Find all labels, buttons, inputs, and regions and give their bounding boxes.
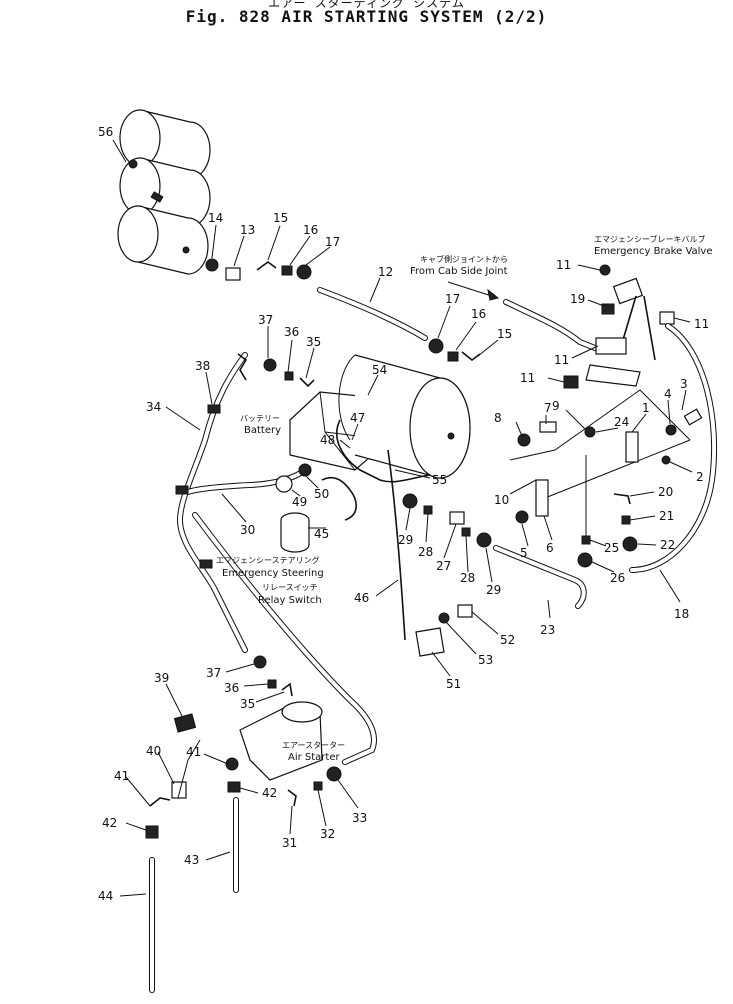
callout-42: 42 — [262, 786, 277, 800]
callout-11: 11 — [554, 353, 569, 367]
callout-18: 18 — [674, 607, 689, 621]
callout-13: 13 — [240, 223, 255, 237]
callout-35: 35 — [240, 697, 255, 711]
hose-18 — [629, 323, 718, 573]
callout-24: 24 — [614, 415, 629, 429]
brake-valve-label-jp: エマジェンシーブレーキバルブ — [594, 234, 706, 244]
callout-36: 36 — [224, 681, 239, 695]
air-tanks — [117, 109, 211, 275]
battery-label: Battery — [244, 425, 281, 436]
callout-32: 32 — [320, 827, 335, 841]
callout-50: 50 — [314, 487, 329, 501]
callout-34: 34 — [146, 400, 161, 414]
callout-48: 48 — [320, 433, 335, 447]
callout-33: 33 — [352, 811, 367, 825]
callout-44: 44 — [98, 889, 113, 903]
callout-3: 3 — [680, 377, 688, 391]
callout-52: 52 — [500, 633, 515, 647]
page-title: Fig. 828 AIR STARTING SYSTEM (2/2) — [185, 7, 548, 26]
cab-joint-label-jp: キャブ側ジョイントから — [420, 254, 508, 264]
callout-5: 5 — [520, 546, 528, 560]
callout-28: 28 — [460, 571, 475, 585]
callout-15: 15 — [273, 211, 288, 225]
cable-46 — [387, 449, 406, 641]
callout-14: 14 — [208, 211, 223, 225]
callout-12: 12 — [378, 265, 393, 279]
callout-54: 54 — [372, 363, 387, 377]
callout-37: 37 — [206, 666, 221, 680]
callout-36: 36 — [284, 325, 299, 339]
callout-11: 11 — [556, 258, 571, 272]
air-starter-part — [239, 701, 323, 781]
part-labels: キャブ側ジョイントから From Cab Side Joint エマジェンシーブ… — [216, 234, 713, 763]
callout-38: 38 — [195, 359, 210, 373]
callout-10: 10 — [494, 493, 509, 507]
callout-7: 7 — [544, 401, 552, 415]
callout-9: 9 — [552, 399, 560, 413]
callout-17: 17 — [325, 235, 340, 249]
fittings-top-row — [205, 258, 481, 362]
callout-55: 55 — [432, 473, 447, 487]
callout-15: 15 — [497, 327, 512, 341]
callout-25: 25 — [604, 541, 619, 555]
callout-17: 17 — [445, 292, 460, 306]
callout-29: 29 — [486, 583, 501, 597]
callout-27: 27 — [436, 559, 451, 573]
callout-28: 28 — [418, 545, 433, 559]
main-air-tank — [338, 354, 471, 479]
pipe-system-left — [175, 352, 377, 765]
battery-label-jp: バッテリー — [240, 414, 280, 423]
bracket-assembly — [509, 389, 703, 568]
callout-47: 47 — [350, 411, 365, 425]
callout-53: 53 — [478, 653, 493, 667]
callout-20: 20 — [658, 485, 673, 499]
cable-55 — [335, 419, 431, 483]
callout-22: 22 — [660, 538, 675, 552]
cab-joint-label: From Cab Side Joint — [410, 266, 508, 277]
callout-41: 41 — [114, 769, 129, 783]
callout-1: 1 — [642, 401, 650, 415]
callout-numbers: 56 14 13 15 16 17 12 17 16 15 11 19 11 1… — [98, 125, 709, 903]
callout-11: 11 — [694, 317, 709, 331]
relay-switch-part — [280, 512, 310, 553]
callout-26: 26 — [610, 571, 625, 585]
callout-41: 41 — [186, 745, 201, 759]
air-starter-label-jp: エアースターター — [282, 741, 345, 750]
callout-23: 23 — [540, 623, 555, 637]
callout-42: 42 — [102, 816, 117, 830]
callout-51: 51 — [446, 677, 461, 691]
callout-40: 40 — [146, 744, 161, 758]
callout-4: 4 — [664, 387, 672, 401]
callout-56: 56 — [98, 125, 113, 139]
steering-label: Emergency Steering — [222, 568, 324, 579]
title-japanese: エアー スターティング システム — [268, 0, 465, 10]
callout-16: 16 — [303, 223, 318, 237]
callout-46: 46 — [354, 591, 369, 605]
callout-31: 31 — [282, 836, 297, 850]
emergency-brake-valve — [563, 264, 675, 389]
callout-19: 19 — [570, 292, 585, 306]
callout-6: 6 — [546, 541, 554, 555]
callout-30: 30 — [240, 523, 255, 537]
callout-21: 21 — [659, 509, 674, 523]
brake-valve-label: Emergency Brake Valve — [594, 246, 713, 257]
air-starter-label: Air Starter — [288, 752, 340, 763]
callout-2: 2 — [696, 470, 704, 484]
steering-label-jp: エマジェンシーステアリング — [216, 555, 320, 565]
callout-49: 49 — [292, 495, 307, 509]
callout-11: 11 — [520, 371, 535, 385]
callout-45: 45 — [314, 527, 329, 541]
callout-8: 8 — [494, 411, 502, 425]
callout-29: 29 — [398, 533, 413, 547]
callout-35: 35 — [306, 335, 321, 349]
leader-lines — [112, 139, 693, 897]
callout-16: 16 — [471, 307, 486, 321]
callout-43: 43 — [184, 853, 199, 867]
relay-switch-label-jp: リレースイッチ — [262, 583, 318, 592]
callout-37: 37 — [258, 313, 273, 327]
callout-39: 39 — [154, 671, 169, 685]
relay-switch-label: Relay Switch — [258, 595, 322, 606]
